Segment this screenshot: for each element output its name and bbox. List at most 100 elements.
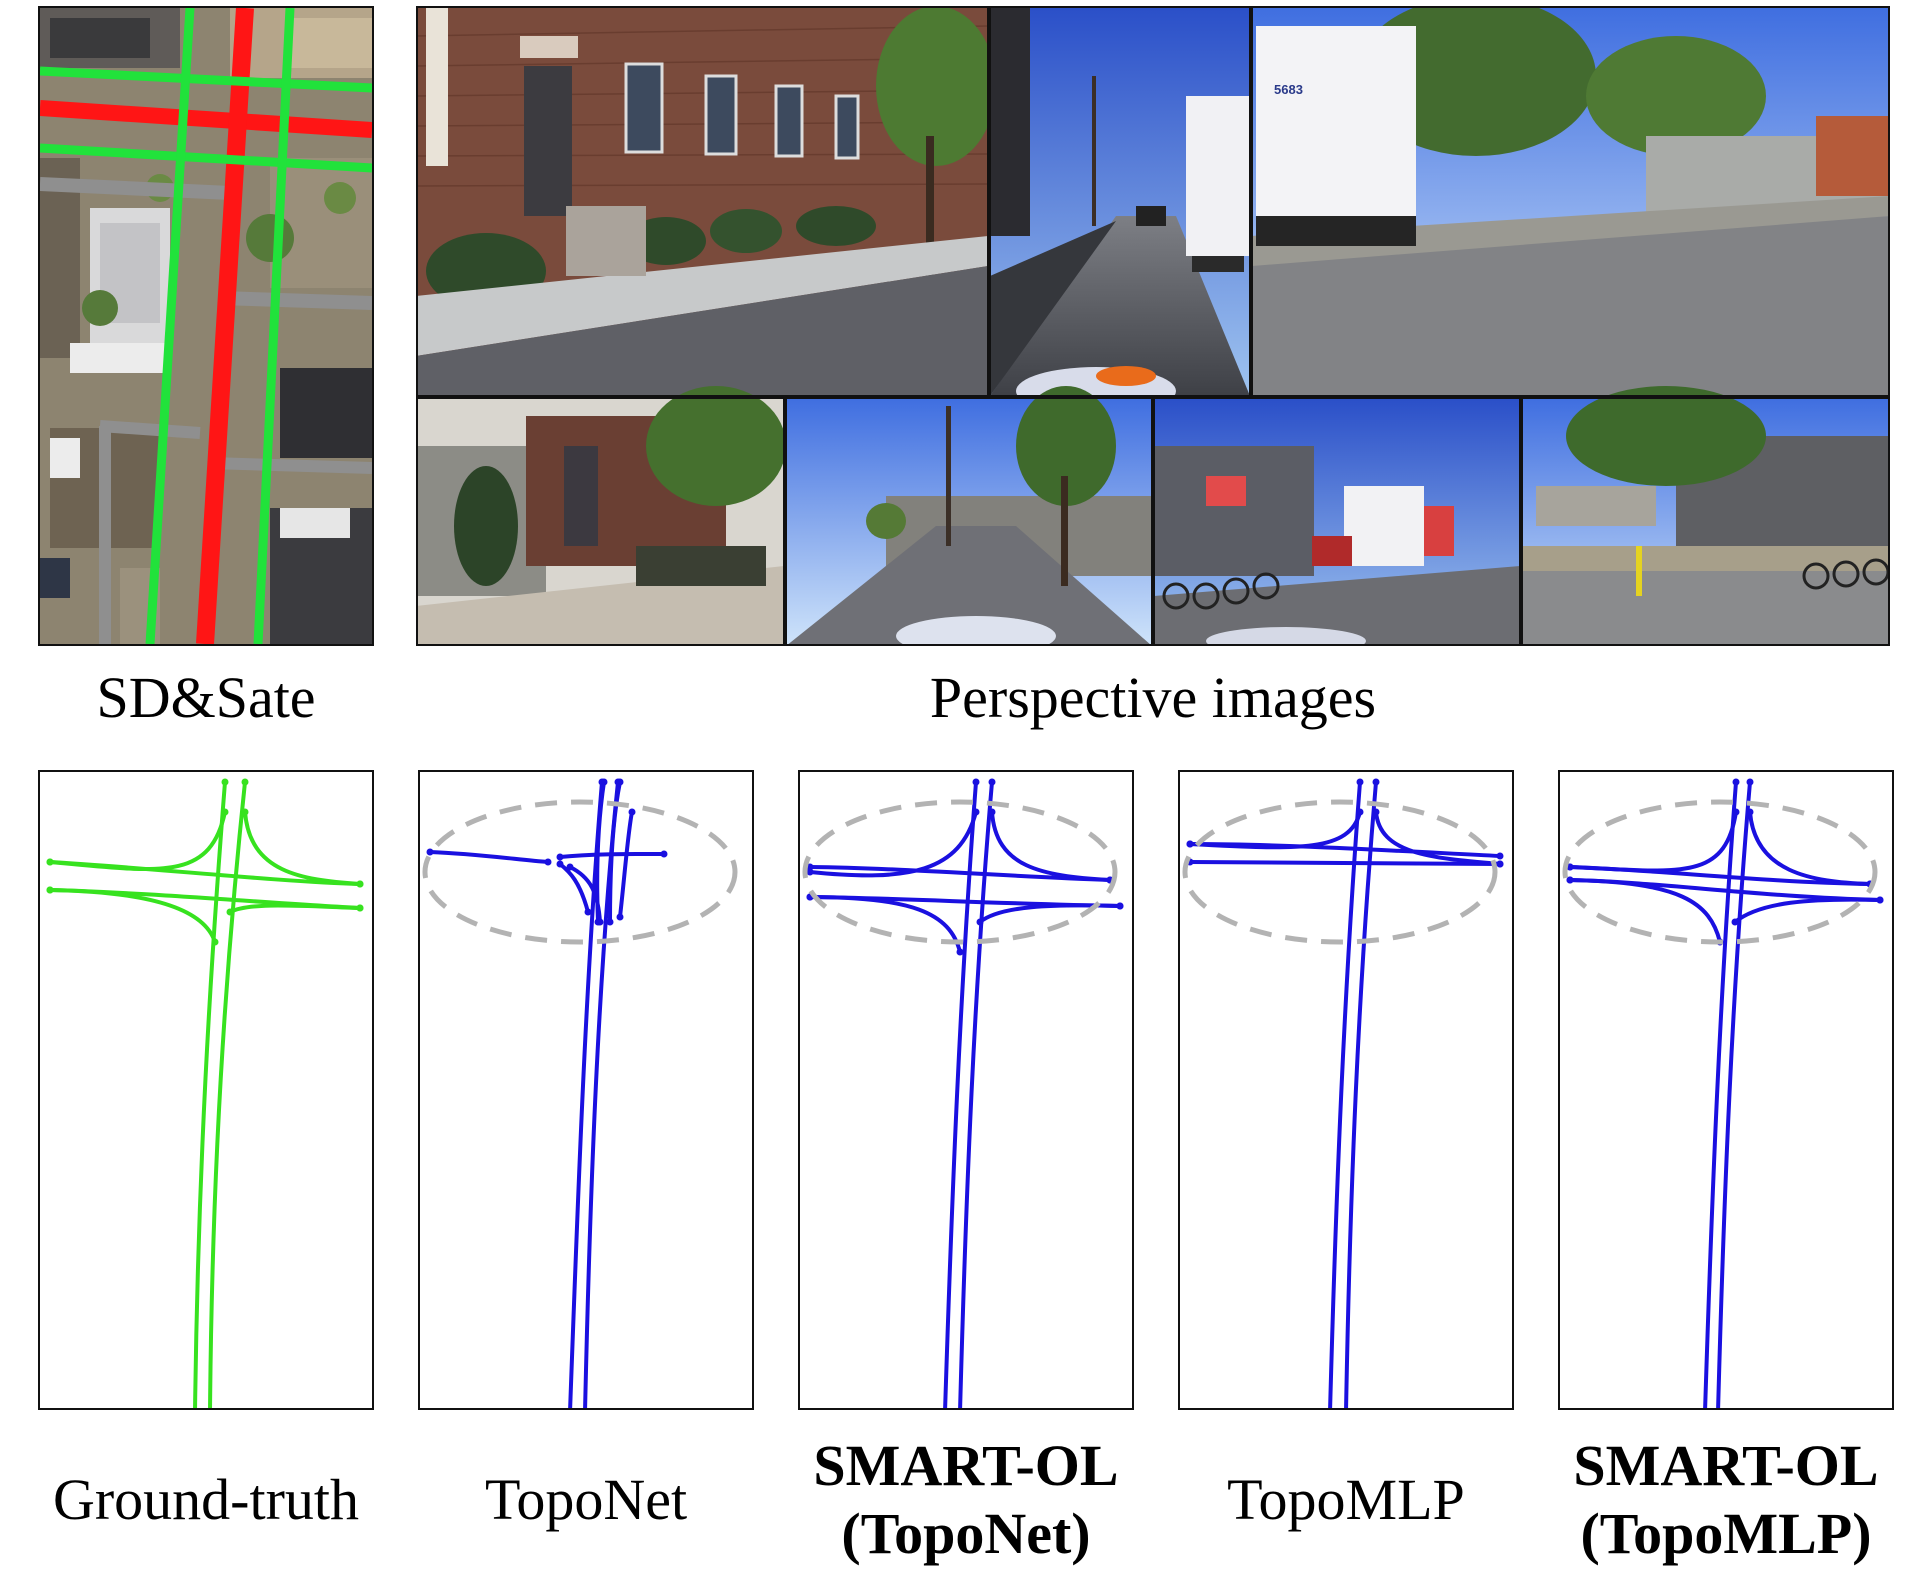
lane-endpoint bbox=[1732, 808, 1740, 816]
lane-line bbox=[1716, 780, 1752, 1408]
lane-endpoint bbox=[976, 918, 984, 926]
caption-line-1: TopoNet bbox=[484, 1467, 688, 1532]
lane-line bbox=[1568, 878, 1722, 944]
caption-gt: Ground-truth bbox=[0, 1466, 414, 1534]
caption-line-1: Ground-truth bbox=[52, 1467, 360, 1532]
lane-endpoint bbox=[556, 853, 564, 861]
caption-topomlp: TopoMLP bbox=[1138, 1466, 1554, 1534]
sd-satellite-drawing bbox=[40, 8, 372, 644]
highlight-ellipse bbox=[1182, 799, 1498, 945]
photo-rear-right-lot bbox=[1522, 386, 1890, 646]
lane-endpoint bbox=[221, 808, 229, 816]
lane-line bbox=[1733, 897, 1882, 924]
caption-line-1: TopoMLP bbox=[1227, 1467, 1465, 1532]
lane-endpoint bbox=[241, 808, 249, 816]
lane-line bbox=[208, 780, 247, 1408]
photo-rear-left-door bbox=[416, 386, 786, 646]
lane-line bbox=[618, 810, 634, 919]
lane-graph-topomlp bbox=[1182, 778, 1504, 1408]
lane-line bbox=[978, 903, 1122, 924]
lane-line bbox=[1188, 860, 1502, 866]
lane-line bbox=[583, 780, 620, 1408]
lane-endpoint bbox=[1746, 778, 1754, 786]
photo-front-left-building bbox=[416, 6, 996, 396]
caption-toponet: TopoNet bbox=[378, 1466, 794, 1534]
highlight-ellipse bbox=[422, 799, 738, 945]
lane-line bbox=[1568, 810, 1738, 873]
lane-line bbox=[958, 780, 994, 1408]
photo-front-center-road bbox=[990, 6, 1250, 415]
lane-endpoint bbox=[241, 778, 249, 786]
photo-rear-tree-road bbox=[786, 386, 1152, 646]
lane-graph-gt bbox=[46, 778, 364, 1408]
lane-endpoint bbox=[660, 850, 668, 858]
photo-front-right-truck: 5683 bbox=[1252, 6, 1890, 396]
lane-endpoint bbox=[1116, 902, 1124, 910]
panel-smart-toponet bbox=[798, 770, 1134, 1410]
lane-endpoint bbox=[988, 778, 996, 786]
lane-endpoint bbox=[426, 848, 434, 856]
sd-sate-label: SD&Sate bbox=[96, 665, 316, 730]
lane-endpoint bbox=[226, 908, 234, 916]
lane-line bbox=[990, 810, 1112, 882]
caption-smart-toponet: SMART-OL(TopoNet) bbox=[758, 1432, 1174, 1568]
lane-endpoint bbox=[1356, 808, 1364, 816]
lane-line bbox=[243, 810, 362, 886]
lane-graph-smart-toponet bbox=[802, 778, 1124, 1408]
lane-endpoint bbox=[1496, 860, 1504, 868]
lane-endpoint bbox=[544, 858, 552, 866]
lane-line bbox=[1374, 810, 1502, 866]
lane-endpoint bbox=[1372, 778, 1380, 786]
lane-endpoint bbox=[806, 868, 814, 876]
lane-line bbox=[1344, 780, 1378, 1408]
highlight-ellipse bbox=[1562, 799, 1878, 945]
lane-line bbox=[1328, 780, 1362, 1408]
lane-endpoint bbox=[616, 778, 624, 786]
panel-toponet bbox=[418, 770, 754, 1410]
lane-endpoint bbox=[972, 808, 980, 816]
lane-endpoint bbox=[46, 858, 54, 866]
lane-line bbox=[808, 865, 1112, 882]
lane-line bbox=[1748, 810, 1872, 886]
lane-endpoint bbox=[584, 908, 592, 916]
lane-endpoint bbox=[600, 778, 608, 786]
lane-endpoint bbox=[356, 904, 364, 912]
lane-endpoint bbox=[566, 863, 574, 871]
lane-endpoint bbox=[988, 808, 996, 816]
lane-graph-toponet bbox=[422, 778, 738, 1408]
perspective-images-label: Perspective images bbox=[929, 665, 1377, 730]
lane-line bbox=[428, 850, 550, 864]
lane-graph-smart-topomlp bbox=[1562, 778, 1884, 1408]
lane-endpoint bbox=[1186, 840, 1194, 848]
lane-line bbox=[228, 903, 362, 914]
lane-endpoint bbox=[556, 860, 564, 868]
lane-endpoint bbox=[956, 948, 964, 956]
caption-line-1: SMART-OL bbox=[1573, 1433, 1879, 1498]
lane-endpoint bbox=[596, 918, 604, 926]
lane-line bbox=[48, 888, 217, 944]
panel-gt bbox=[38, 770, 374, 1410]
lane-endpoint bbox=[211, 938, 219, 946]
lane-line bbox=[808, 810, 978, 878]
sd-satellite-map bbox=[38, 6, 374, 646]
lane-line bbox=[568, 865, 602, 924]
caption-smart-topomlp: SMART-OL(TopoMLP) bbox=[1518, 1432, 1920, 1568]
highlight-ellipse bbox=[802, 799, 1118, 945]
lane-line bbox=[193, 780, 227, 1408]
lane-endpoint bbox=[628, 808, 636, 816]
photo-rear-truck-street bbox=[1154, 398, 1520, 646]
caption-line-2: (TopoMLP) bbox=[1580, 1501, 1872, 1566]
lane-endpoint bbox=[606, 918, 614, 926]
perspective-images-mosaic: 5683 bbox=[416, 6, 1890, 646]
lane-endpoint bbox=[972, 778, 980, 786]
lane-endpoint bbox=[221, 778, 229, 786]
lane-endpoint bbox=[46, 886, 54, 894]
lane-endpoint bbox=[356, 880, 364, 888]
perspective-images-drawing: 5683 bbox=[416, 6, 1890, 646]
lane-endpoint bbox=[1496, 852, 1504, 860]
lane-line bbox=[608, 780, 622, 924]
lane-endpoint bbox=[1746, 808, 1754, 816]
lane-line bbox=[48, 810, 227, 872]
lane-endpoint bbox=[1372, 808, 1380, 816]
lane-line bbox=[1703, 780, 1738, 1408]
